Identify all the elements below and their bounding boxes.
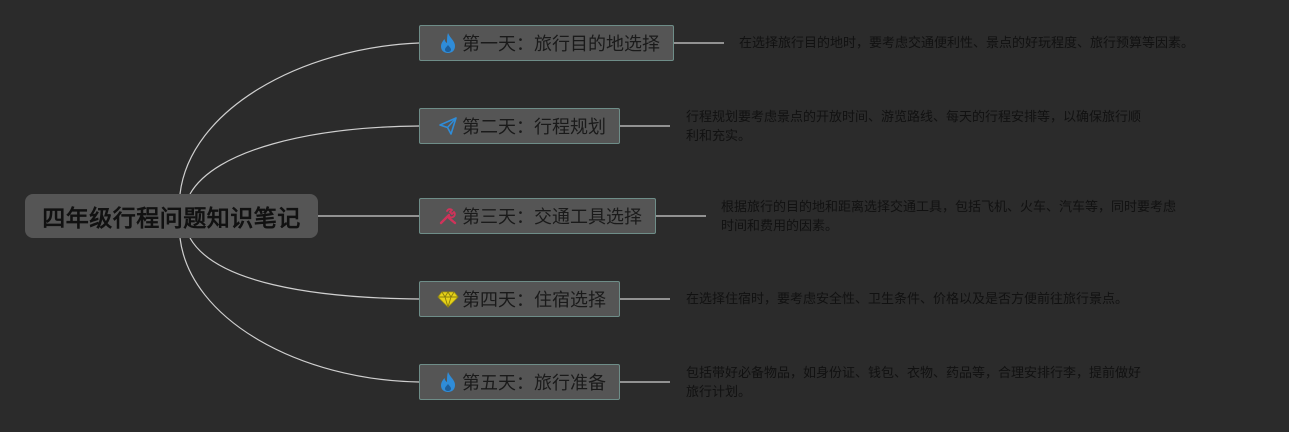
branch-label: 第一天：旅行目的地选择: [462, 34, 660, 55]
branch-node-day-1[interactable]: 第一天：旅行目的地选择: [419, 25, 674, 61]
branch-node-day-2[interactable]: 第二天：行程规划: [419, 108, 620, 144]
note-line: 在选择住宿时，要考虑安全性、卫生条件、价格以及是否方便前往旅行景点。: [686, 292, 1129, 307]
note-line: 包括带好必备物品，如身份证、钱包、衣物、药品等，合理安排行李，提前做好: [686, 366, 1142, 381]
note-day-3: 根据旅行的目的地和距离选择交通工具，包括飞机、火车、汽车等，同时要考虑 时间和费…: [721, 198, 1176, 236]
connector-root-branch-4: [189, 237, 420, 300]
note-line: 时间和费用的因素。: [721, 219, 839, 234]
note-line: 根据旅行的目的地和距离选择交通工具，包括飞机、火车、汽车等，同时要考虑: [721, 200, 1177, 215]
root-node[interactable]: 四年级行程问题知识笔记: [25, 194, 318, 238]
branch-node-day-4[interactable]: 第四天：住宿选择: [419, 281, 620, 317]
note-day-5: 包括带好必备物品，如身份证、钱包、衣物、药品等，合理安排行李，提前做好 旅行计划…: [686, 364, 1141, 402]
connector-root-branch-5: [179, 237, 420, 383]
branch-label: 第五天：旅行准备: [462, 373, 606, 394]
branch-label: 第三天：交通工具选择: [462, 207, 642, 228]
note-line: 旅行计划。: [686, 385, 752, 400]
diamond-icon: [436, 288, 460, 310]
note-line: 行程规划要考虑景点的开放时间、游览路线、每天的行程安排等，以确保旅行顺: [686, 110, 1142, 125]
note-day-2: 行程规划要考虑景点的开放时间、游览路线、每天的行程安排等，以确保旅行顺 利和充实…: [686, 108, 1141, 146]
branch-label: 第四天：住宿选择: [462, 290, 606, 311]
note-day-1: 在选择旅行目的地时，要考虑交通便利性、景点的好玩程度、旅行预算等因素。: [739, 34, 1194, 53]
tools-icon: [436, 205, 460, 227]
flame-icon: [436, 371, 460, 393]
paper-plane-icon: [436, 115, 460, 137]
connector-root-branch-2: [189, 125, 420, 195]
note-line: 利和充实。: [686, 129, 752, 144]
branch-node-day-5[interactable]: 第五天：旅行准备: [419, 364, 620, 400]
connector-root-branch-1: [179, 42, 420, 195]
note-line: 在选择旅行目的地时，要考虑交通便利性、景点的好玩程度、旅行预算等因素。: [739, 36, 1195, 51]
branch-label: 第二天：行程规划: [462, 117, 606, 138]
note-day-4: 在选择住宿时，要考虑安全性、卫生条件、价格以及是否方便前往旅行景点。: [686, 290, 1128, 309]
root-title: 四年级行程问题知识笔记: [42, 206, 301, 232]
flame-icon: [436, 32, 460, 54]
branch-node-day-3[interactable]: 第三天：交通工具选择: [419, 198, 656, 234]
